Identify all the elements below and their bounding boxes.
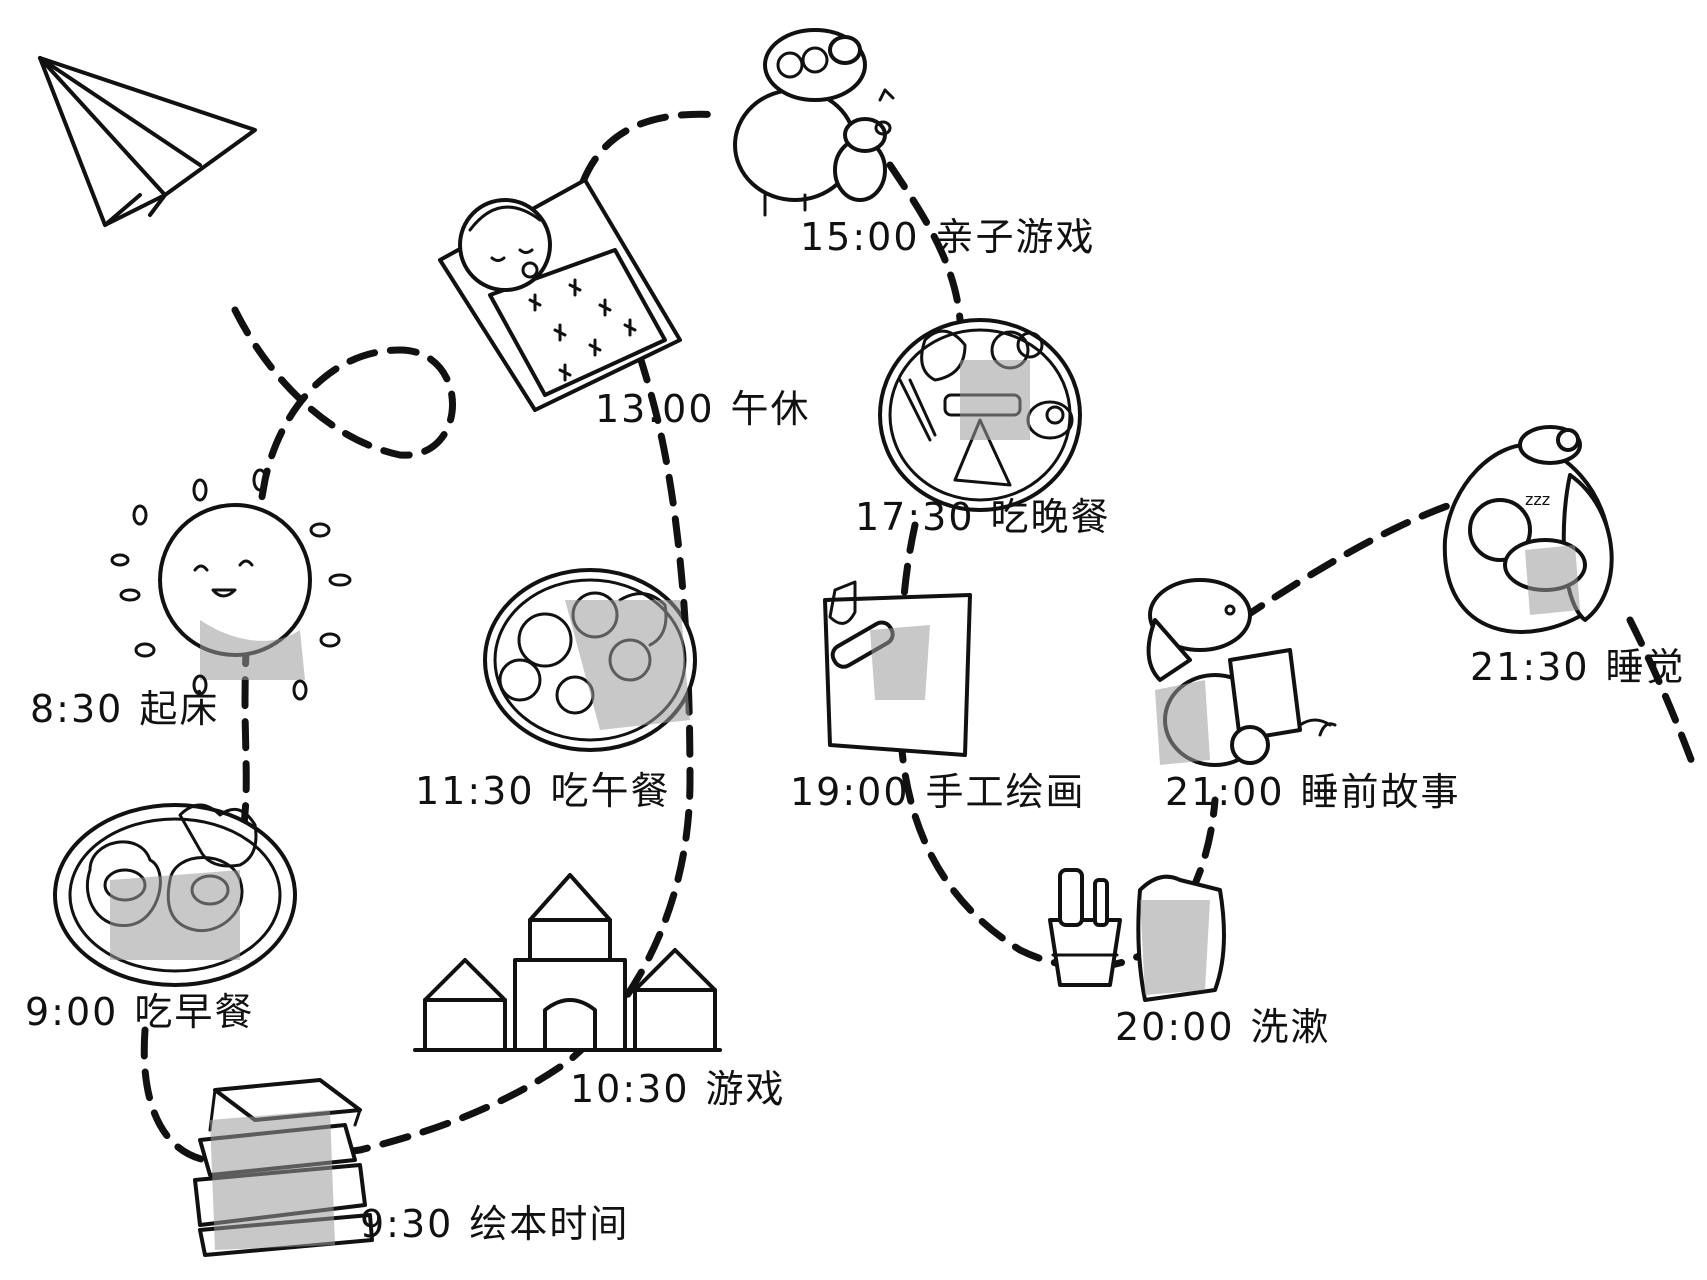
book-stack-icon	[193, 1078, 374, 1257]
lunch-bowl-icon	[483, 568, 697, 752]
paper-plane-icon	[38, 56, 257, 227]
breakfast-plate-icon	[53, 803, 297, 987]
dinner-plate-icon	[878, 318, 1082, 512]
toy-castle-icon	[413, 873, 722, 1052]
drawing-paper-icon	[823, 580, 972, 757]
svg-text:zzz: zzz	[1525, 490, 1550, 509]
dog-reading-icon	[1146, 578, 1337, 767]
napping-child-icon	[438, 178, 682, 412]
pig-family-icon	[733, 28, 895, 217]
toothbrush-cup-icon	[1048, 868, 1226, 1002]
sun-icon	[110, 468, 352, 701]
moon-baby-icon: zzz	[1442, 425, 1614, 634]
